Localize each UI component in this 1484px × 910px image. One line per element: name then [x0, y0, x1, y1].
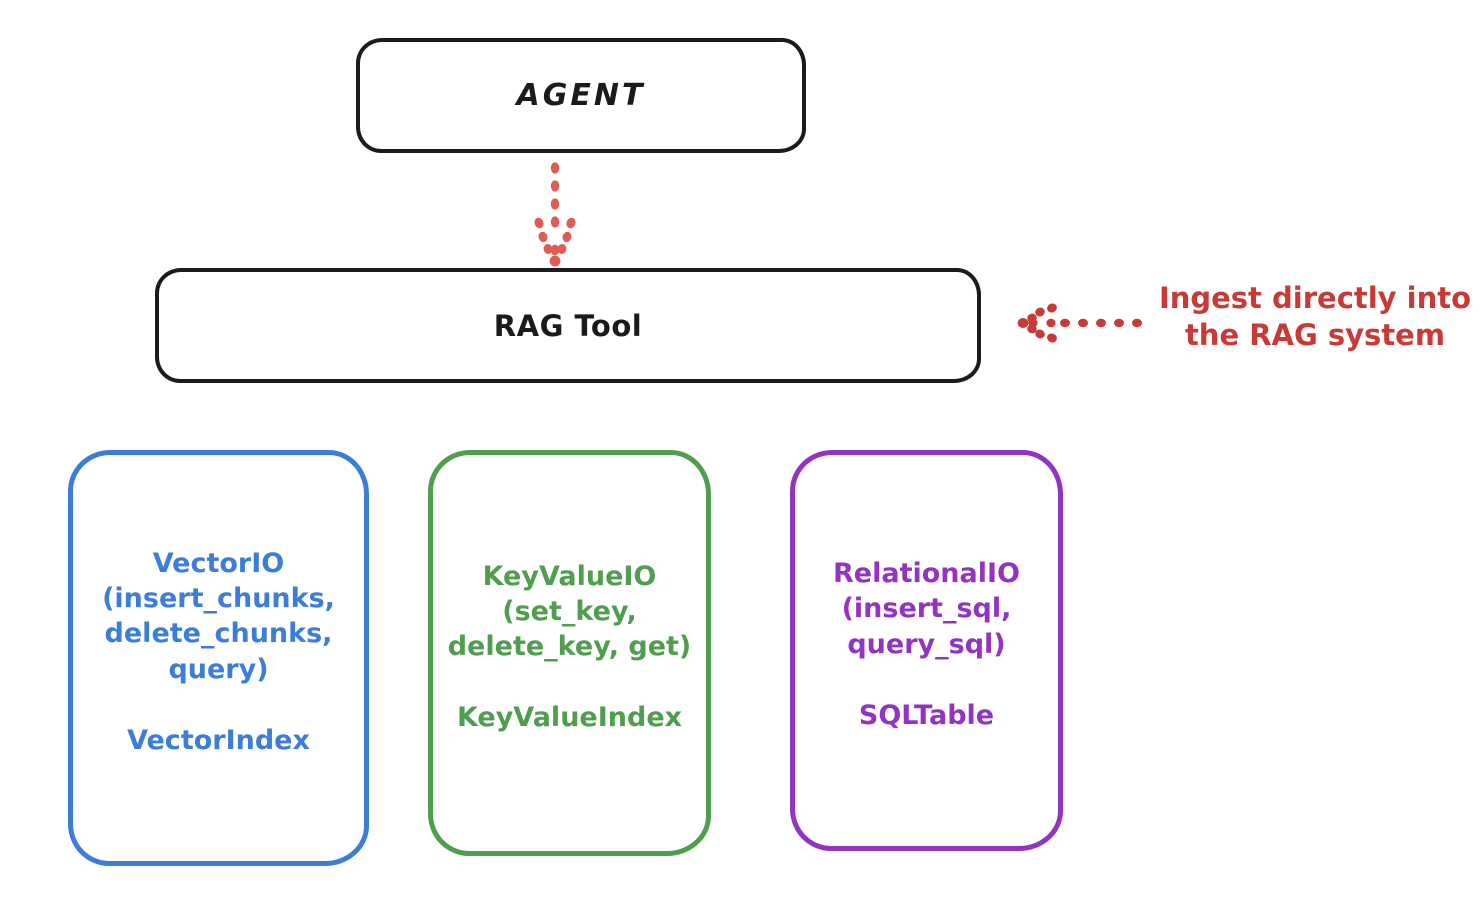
node-key-value-io-content: KeyValueIO (set_key, delete_key, get) Ke… — [439, 449, 700, 845]
node-key-value-io-api-label: KeyValueIO (set_key, delete_key, get) — [447, 560, 692, 662]
node-agent[interactable]: AGENT — [356, 38, 806, 153]
node-relational-io[interactable]: RelationalIO (insert_sql, query_sql) SQL… — [790, 450, 1063, 851]
connector-agent-to-rag-tool-dotted-arrow-icon — [534, 162, 576, 267]
connector-ingest-dotted-arrow-icon — [1017, 303, 1142, 343]
node-rag-tool-label: RAG Tool — [493, 308, 643, 343]
node-agent-label: AGENT — [516, 78, 646, 113]
node-vector-io-content: VectorIO (insert_chunks, delete_chunks, … — [79, 449, 358, 855]
node-vector-io-index-label: VectorIndex — [127, 724, 310, 756]
node-key-value-io[interactable]: KeyValueIO (set_key, delete_key, get) Ke… — [428, 450, 711, 856]
node-vector-io[interactable]: VectorIO (insert_chunks, delete_chunks, … — [68, 450, 369, 866]
node-vector-io-api-label: VectorIO (insert_chunks, delete_chunks, … — [102, 548, 335, 685]
node-relational-io-api-label: RelationalIO (insert_sql, query_sql) — [833, 558, 1020, 660]
node-relational-io-index-label: SQLTable — [858, 699, 995, 731]
node-relational-io-content: RelationalIO (insert_sql, query_sql) SQL… — [801, 449, 1052, 840]
node-rag-tool[interactable]: RAG Tool — [155, 268, 981, 383]
node-key-value-io-index-label: KeyValueIndex — [456, 702, 683, 734]
annotation-ingest-label: Ingest directly into the RAG system — [1158, 281, 1472, 353]
